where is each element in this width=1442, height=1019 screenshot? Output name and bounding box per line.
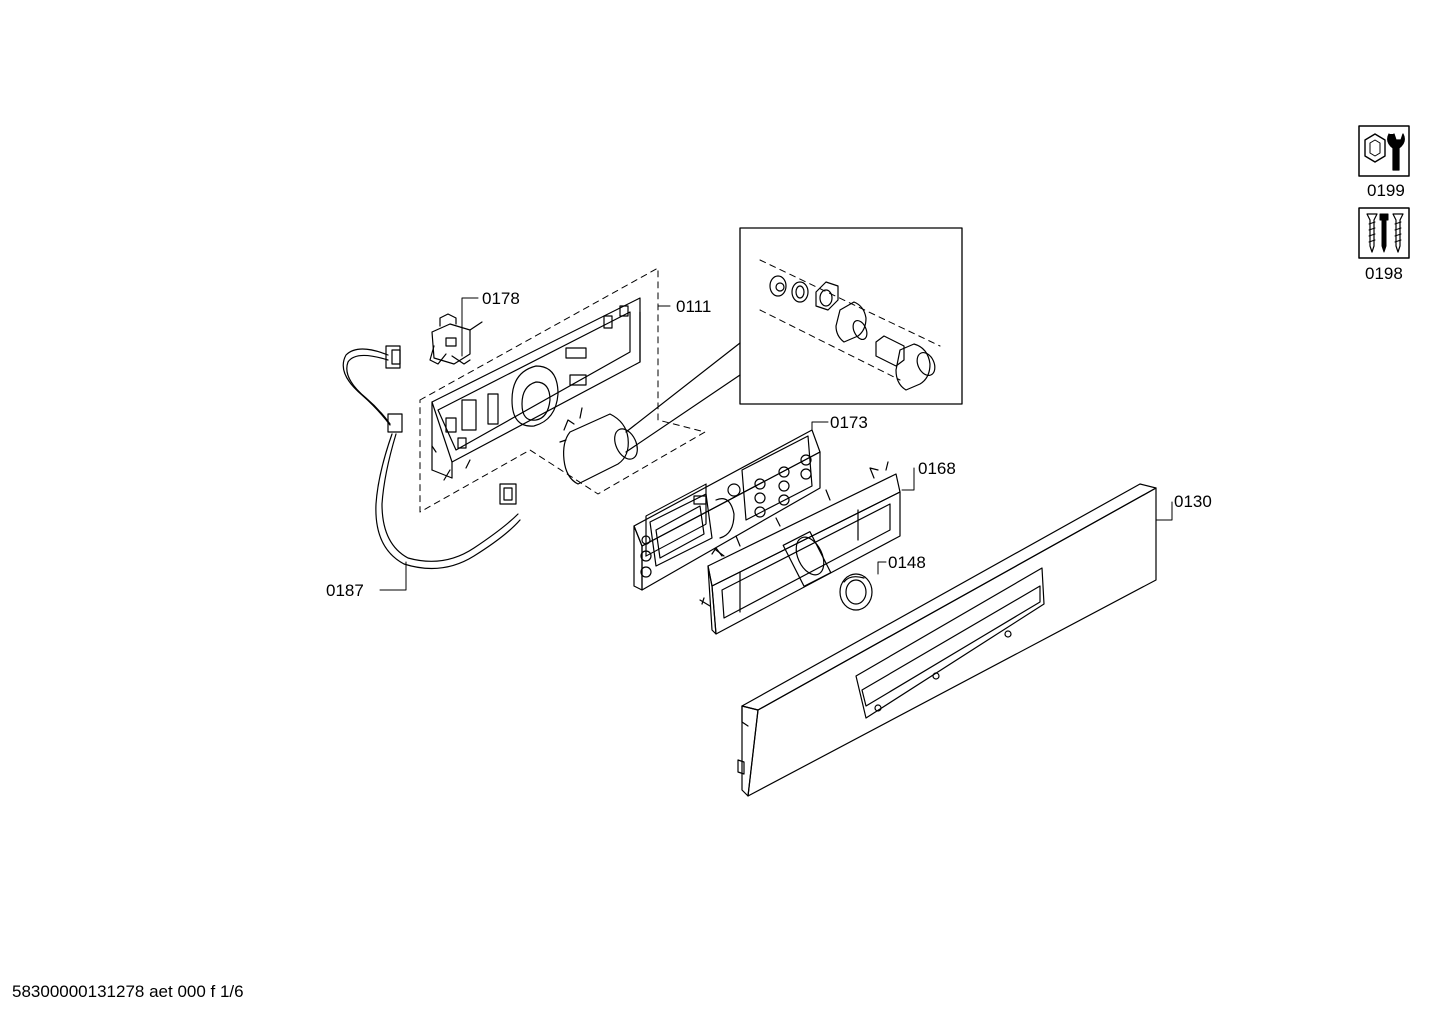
part-label-0198: 0198: [1365, 264, 1403, 283]
document-id: 58300000131278 aet 000 f 1/6: [12, 982, 244, 1001]
part-label-0173: 0173: [830, 413, 868, 432]
assembly-0111-outline: [419, 267, 706, 513]
wiring-harness-0187: [342, 345, 521, 570]
part-label-0187: 0187: [326, 581, 364, 600]
ring-0148: [839, 573, 873, 611]
screws-icon: [1358, 207, 1410, 259]
switch-0178: [429, 313, 483, 365]
part-label-0111: 0111: [676, 297, 712, 316]
detail-box: [625, 227, 963, 453]
part-label-0168: 0168: [918, 459, 956, 478]
electronic-module-0173: [633, 429, 821, 591]
frame-0168: [699, 461, 901, 635]
part-label-0148: 0148: [888, 553, 926, 572]
control-frame: [431, 297, 641, 481]
fascia-panel-0130: [737, 483, 1157, 797]
part-label-0178: 0178: [482, 289, 520, 308]
thermostat-knob: [559, 407, 638, 485]
wrench-nut-icon: [1358, 125, 1410, 177]
part-label-0130: 0130: [1174, 492, 1212, 511]
leader-lines: [379, 297, 1173, 591]
part-label-0199: 0199: [1367, 181, 1405, 200]
